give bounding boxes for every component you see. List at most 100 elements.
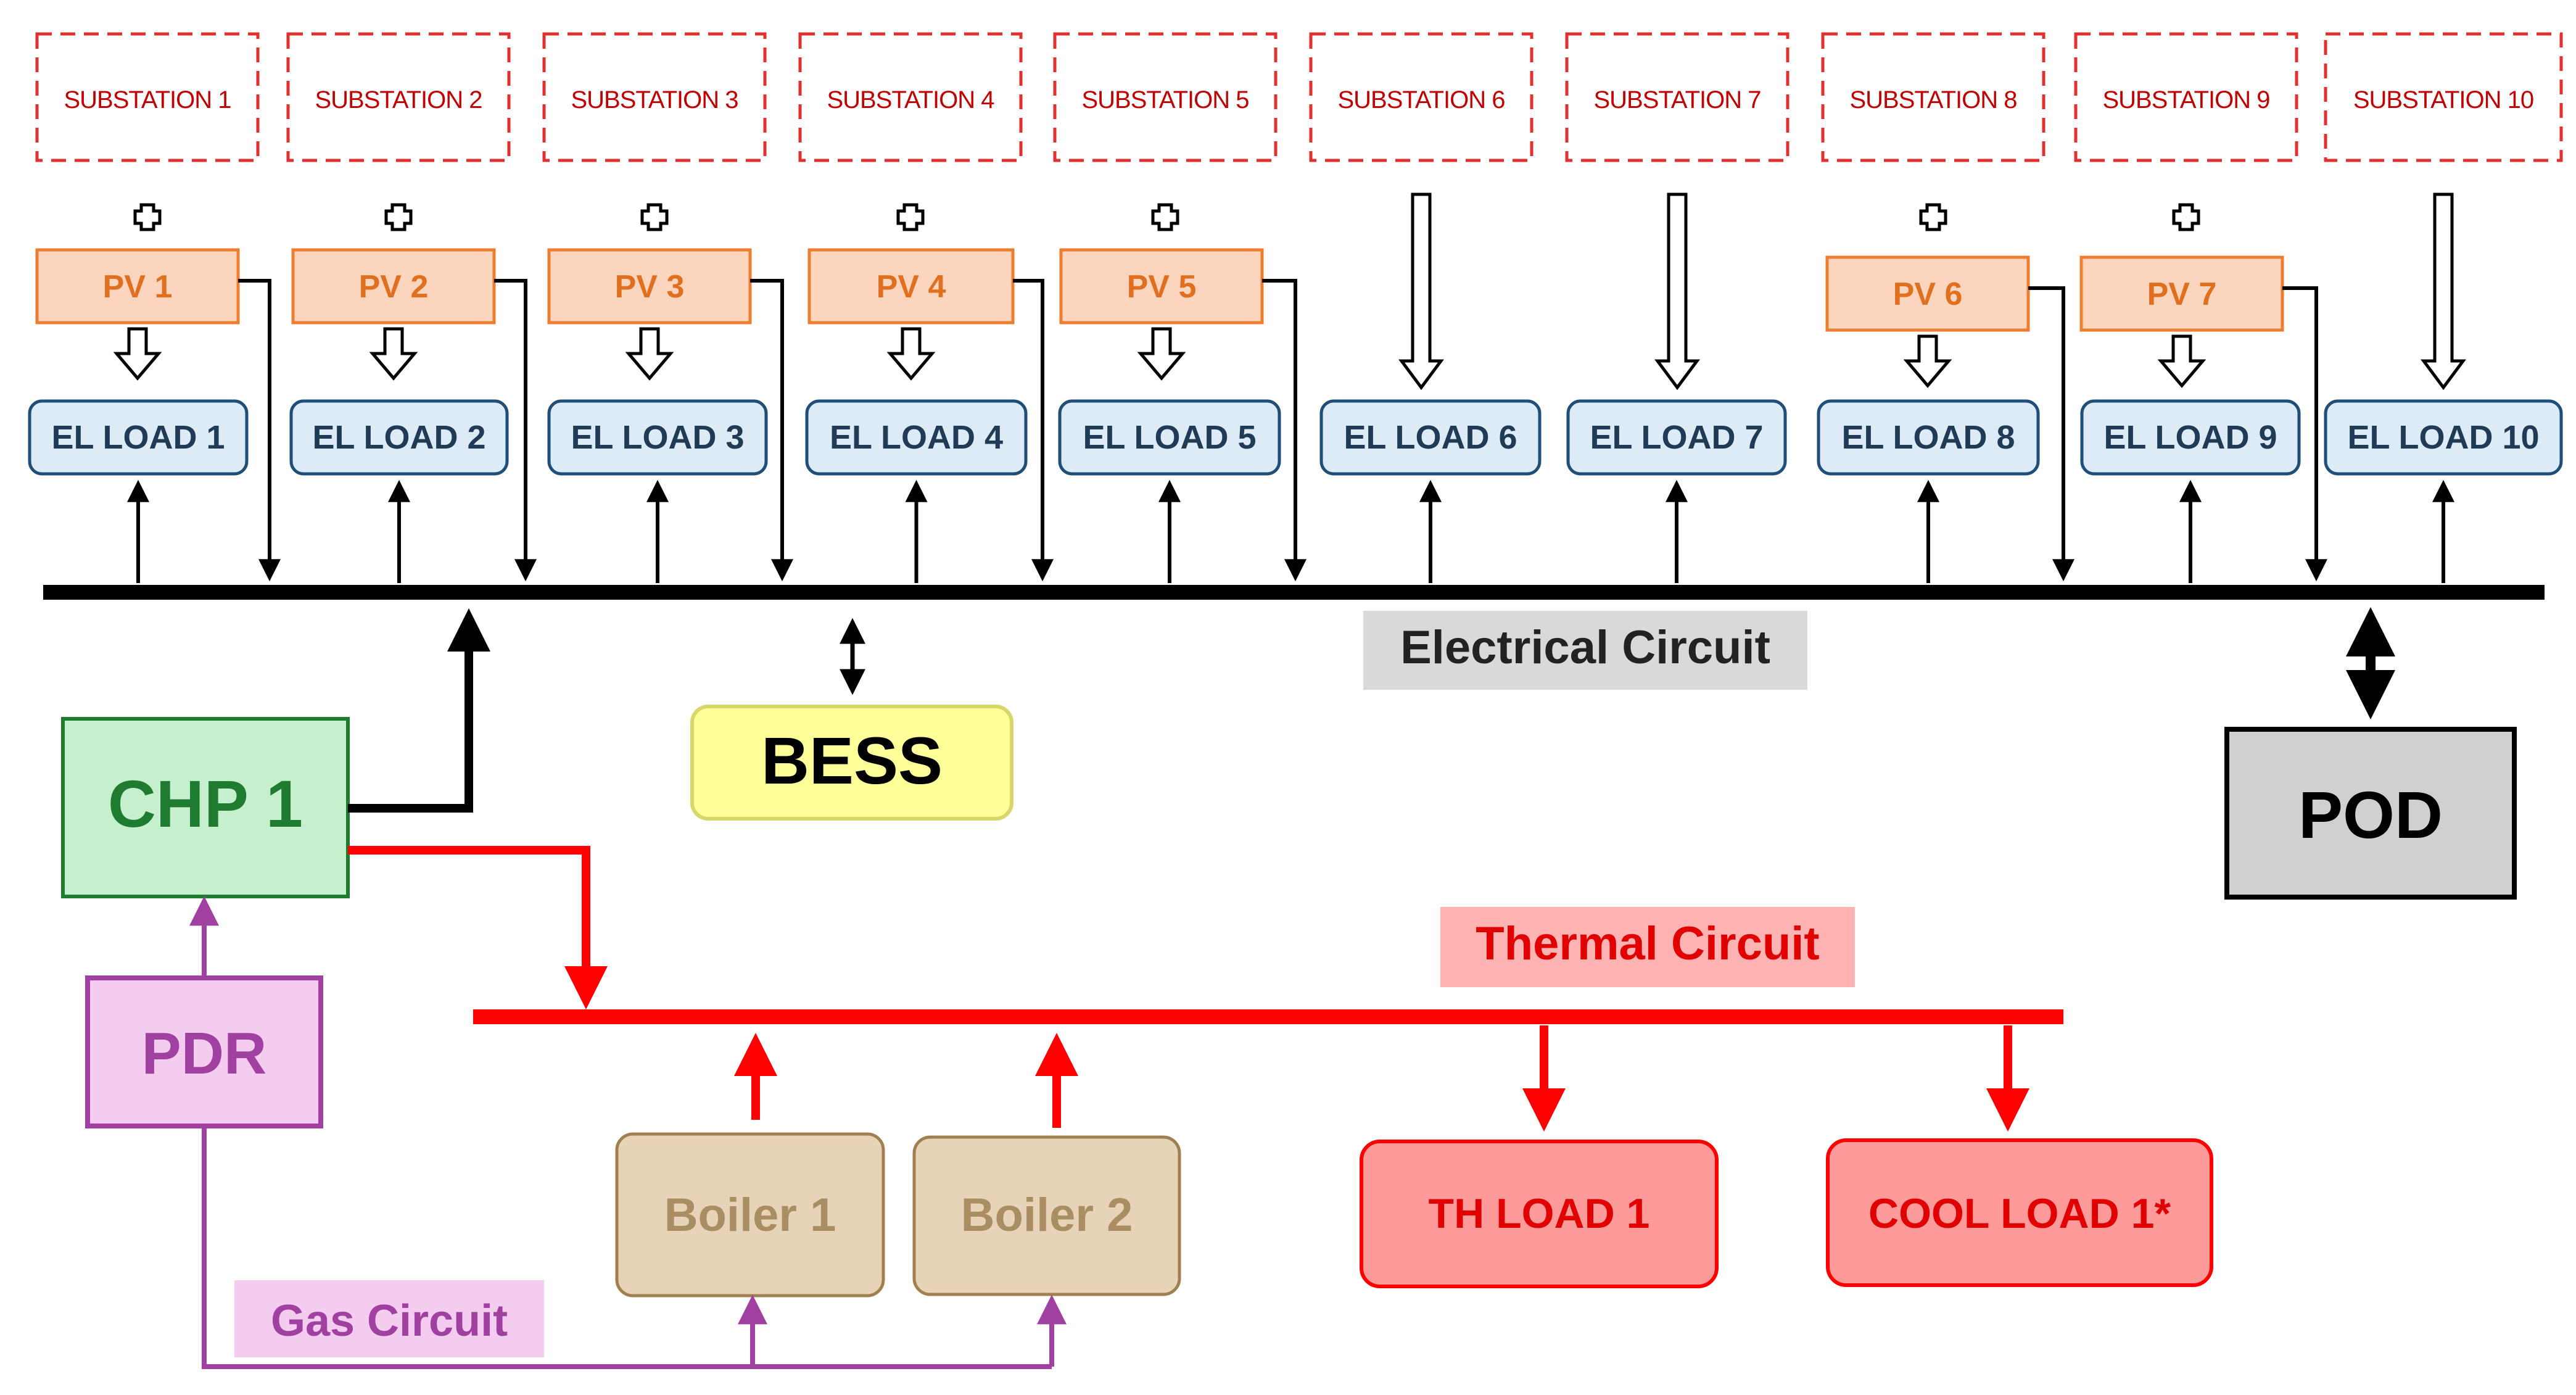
pv-label: PV 2: [359, 269, 429, 305]
substation-label: SUBSTATION 6: [1337, 86, 1505, 114]
chp-thermal-arrow: [348, 846, 608, 1009]
plus-icon: [133, 203, 162, 231]
pod-box: [2224, 727, 2517, 900]
el-load-4: EL LOAD 4: [805, 399, 1028, 476]
pv-feed-line: [750, 279, 793, 582]
substation-3: SUBSTATION 3: [542, 32, 767, 231]
el-load-box: [2080, 399, 2301, 476]
wires: [127, 279, 2454, 583]
cool-load-box: [1826, 1138, 2213, 1287]
boiler2-box: [912, 1135, 1181, 1296]
substation-label: SUBSTATION 10: [2353, 86, 2533, 114]
substation-label: SUBSTATION 9: [2102, 86, 2269, 114]
substation-label: SUBSTATION 2: [315, 86, 482, 114]
substation-supply-arrow: [1654, 192, 1700, 391]
chp-electric-arrow: [348, 608, 490, 813]
substation-box: [798, 32, 1023, 162]
pv-to-load-arrow: [2157, 334, 2207, 388]
pdr-label: PDR: [142, 1020, 267, 1087]
boiler1-label: Boiler 1: [664, 1189, 836, 1241]
el-load-1: EL LOAD 1: [28, 399, 249, 476]
el-load-8: EL LOAD 8: [1817, 399, 2040, 476]
boiler2-label: Boiler 2: [961, 1189, 1133, 1241]
el-load-label: EL LOAD 6: [1344, 419, 1517, 456]
el-load-box: [2324, 399, 2563, 476]
substation-box: [542, 32, 767, 162]
cool-load-label: COOL LOAD 1*: [1868, 1190, 2171, 1237]
pv-feed-line: [1013, 279, 1054, 582]
el-load-label: EL LOAD 10: [2347, 419, 2539, 456]
substation-9: SUBSTATION 9: [2074, 32, 2298, 231]
plus-icon: [640, 203, 669, 231]
el-load-5: EL LOAD 5: [1058, 399, 1281, 476]
th-load-label: TH LOAD 1: [1429, 1190, 1650, 1237]
el-load-label: EL LOAD 2: [312, 419, 485, 456]
substation-1: SUBSTATION 1: [35, 32, 260, 231]
el-load-10: EL LOAD 10: [2324, 399, 2563, 476]
chp-label: CHP 1: [108, 766, 303, 841]
pv-feed-line: [494, 279, 537, 582]
pv-feed-line: [1262, 279, 1307, 582]
plus-icon: [1919, 203, 1947, 231]
el-load-label: EL LOAD 9: [2103, 419, 2277, 456]
thermal-circuit-label-bg: [1440, 907, 1855, 987]
pv-feed-line: [238, 279, 281, 582]
substation-box: [1821, 32, 2046, 162]
pv-label: PV 1: [103, 269, 173, 305]
substation-box: [2324, 32, 2563, 162]
pv-label: PV 6: [1893, 276, 1963, 312]
el-load-label: EL LOAD 7: [1590, 419, 1763, 456]
gas-circuit-label-bg: [234, 1280, 544, 1357]
el-load-label: EL LOAD 5: [1083, 419, 1256, 456]
el-load-box: [1058, 399, 1281, 476]
substation-2: SUBSTATION 2: [286, 32, 511, 231]
pv-box: [1825, 255, 2030, 332]
pv-box: [547, 248, 752, 325]
gas-circuit-label: Gas Circuit: [271, 1296, 508, 1346]
pv-label: PV 4: [877, 269, 946, 305]
substation-box: [286, 32, 511, 162]
substation-7: SUBSTATION 7: [1565, 32, 1790, 391]
bess-label: BESS: [761, 723, 943, 798]
el-load-box: [1319, 399, 1542, 476]
el-load-label: EL LOAD 4: [830, 419, 1003, 456]
el-load-label: EL LOAD 1: [51, 419, 225, 456]
el-load-row: EL LOAD 1 EL LOAD 2 EL LOAD 3 EL LOAD 4 EL L…: [28, 399, 2563, 476]
substation-label: SUBSTATION 3: [571, 86, 738, 114]
pv-box: [291, 248, 496, 325]
el-load-label: EL LOAD 8: [1841, 419, 2015, 456]
pv-box: [35, 248, 240, 325]
plus-icon: [896, 203, 925, 231]
pv-to-load-arrow: [625, 327, 674, 381]
substation-10: SUBSTATION 10: [2324, 32, 2563, 391]
substation-5: SUBSTATION 5: [1053, 32, 1278, 231]
pv-to-load-arrow: [113, 327, 162, 381]
pv-box: [1059, 248, 1264, 325]
substation-label: SUBSTATION 1: [64, 86, 231, 114]
substation-4: SUBSTATION 4: [798, 32, 1023, 231]
pv-to-load-arrow: [369, 327, 418, 381]
pv-2: PV 2: [291, 248, 496, 381]
el-load-box: [547, 399, 768, 476]
el-load-9: EL LOAD 9: [2080, 399, 2301, 476]
gas-circuit-line: [202, 1126, 1052, 1369]
el-load-box: [28, 399, 249, 476]
substation-supply-arrow: [2421, 192, 2466, 391]
substation-6: SUBSTATION 6: [1309, 32, 1534, 391]
pv-to-load-arrow: [1903, 334, 1952, 388]
substation-box: [1309, 32, 1534, 162]
el-load-2: EL LOAD 2: [289, 399, 509, 476]
el-load-label: EL LOAD 3: [571, 419, 744, 456]
el-load-box: [805, 399, 1028, 476]
th-load-box: [1360, 1140, 1719, 1288]
pv-5: PV 5: [1059, 248, 1264, 381]
substation-supply-arrow: [1398, 192, 1444, 391]
pv-3: PV 3: [547, 248, 752, 381]
pv-6: PV 6: [1825, 255, 2030, 388]
el-load-box: [1566, 399, 1787, 476]
el-load-box: [1817, 399, 2040, 476]
pv-1: PV 1: [35, 248, 240, 381]
pv-label: PV 5: [1127, 269, 1197, 305]
